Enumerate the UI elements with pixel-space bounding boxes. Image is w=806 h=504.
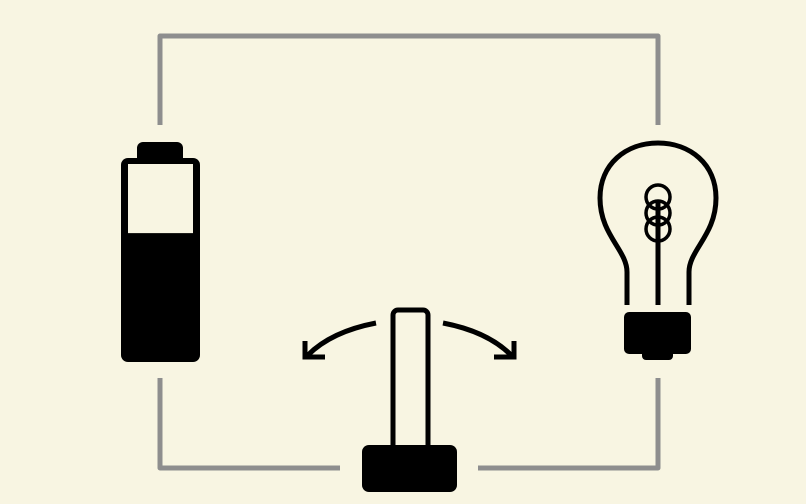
bulb-base — [624, 312, 691, 354]
wire-bottom-left — [157, 378, 340, 471]
filament-coil — [644, 199, 672, 227]
arrow-right-icon — [442, 320, 517, 360]
filament-coil — [644, 215, 672, 243]
battery-icon — [121, 142, 200, 362]
filament-coil — [644, 183, 672, 211]
arrow-left-icon — [302, 320, 377, 360]
light-bulb-icon — [597, 140, 719, 360]
wire-bottom-right — [478, 378, 661, 471]
circuit-wires — [157, 33, 661, 471]
switch-base — [362, 445, 457, 492]
bulb-glass — [597, 140, 719, 305]
battery-empty-area — [128, 164, 193, 234]
wire-top — [157, 33, 661, 125]
lever-switch-icon — [302, 307, 517, 492]
bulb-base-tip — [642, 345, 673, 360]
switch-lever — [390, 307, 431, 455]
